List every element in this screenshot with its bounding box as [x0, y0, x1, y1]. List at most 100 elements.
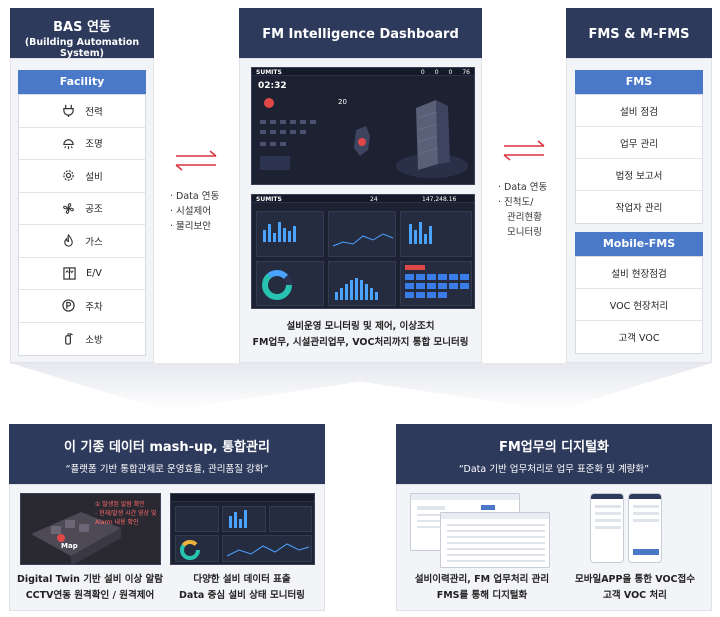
counter-1: 0: [420, 69, 425, 76]
overlay-line2: - 현재/발생 시간 영상 및: [95, 510, 157, 517]
list-item-label: 고객 VOC: [618, 333, 660, 344]
digital-right-caption: 모바일APP을 통한 VOC접수 고객 VOC 처리: [560, 572, 710, 604]
list-item: 소방: [19, 323, 145, 356]
list-item: 설비 점검: [576, 95, 702, 127]
plug-icon: [61, 104, 75, 118]
digital-right-caption-1: 모바일APP을 통한 VOC접수: [574, 574, 696, 585]
list-item: 법정 보고서: [576, 159, 702, 191]
map-widget: [338, 112, 386, 180]
bullet-data-link-right: · Data 연동: [498, 182, 548, 193]
lamp-icon: [61, 136, 75, 150]
list-item: 공조: [19, 193, 145, 225]
widget-bars-1: [256, 211, 324, 257]
widget-bars-2: [400, 211, 472, 257]
list-item: 조명: [19, 128, 145, 160]
digital-right-caption-2: 고객 VOC 처리: [603, 590, 667, 601]
bullet-data-link: · Data 연동: [170, 191, 220, 202]
bullet-management-status: 관리현황: [507, 212, 542, 223]
list-item: 고객 VOC: [576, 321, 702, 353]
digital-left-caption-2: FMS를 통해 디지털화: [436, 590, 528, 601]
mashup-right-caption-2: Data 중심 설비 상태 모니터링: [179, 590, 305, 601]
bullet-progress: · 진척도/: [498, 197, 534, 208]
digital-header: FM업무의 디지털화 “Data 기반 업무처리로 업무 표준화 및 계량화”: [396, 424, 712, 484]
overlay-line3: Alarm 내용 확인: [95, 519, 139, 526]
list-item-label: 설비 점검: [620, 106, 658, 118]
mini-donut: [175, 535, 219, 562]
dashboard-screenshot-bottom: SUMITS 24 147,248.16: [251, 194, 475, 309]
small-readout: 24: [370, 196, 378, 203]
list-item: 주차: [19, 290, 145, 323]
list-item: E/V: [19, 258, 145, 290]
dashboard-caption-line1: 설비운영 모니터링 및 제어, 이상조치: [286, 321, 435, 332]
fms-title: FMS & M-FMS: [588, 27, 690, 42]
dashboard-header: FM Intelligence Dashboard: [239, 8, 482, 58]
left-sync-arrows: [175, 150, 217, 171]
mobile-app-screenshot-1: [590, 493, 624, 563]
funnel-connector: [10, 363, 712, 411]
list-item-label: E/V: [86, 267, 102, 279]
widget-line-1: [328, 211, 396, 257]
overlay-line1: ① 발생된 알람 확인: [95, 501, 145, 508]
mobile-app-screenshot-2: [628, 493, 662, 563]
mini-widget-2: [222, 506, 266, 532]
mashup-right-caption: 다양한 설비 데이터 표출 Data 중심 설비 상태 모니터링: [166, 572, 318, 604]
clock-readout: 02:32: [258, 81, 287, 91]
map-label: Map: [61, 542, 78, 550]
list-item: 전력: [19, 95, 145, 128]
list-item-label: 조명: [85, 139, 103, 151]
dashboard-title: FM Intelligence Dashboard: [262, 27, 459, 42]
fms-web-screenshot-front: [440, 512, 550, 568]
mashup-left-caption-1: Digital Twin 기반 설비 이상 알람: [16, 574, 164, 585]
fms-header: FMS & M-FMS: [566, 8, 712, 58]
list-item: 작업자 관리: [576, 191, 702, 223]
widget-status-grid: [400, 261, 472, 306]
digital-subtitle: “Data 기반 업무처리로 업무 표준화 및 계량화”: [458, 464, 650, 475]
fan-icon: [61, 201, 75, 215]
mashup-header: 이 기종 데이터 mash-up, 통합관리 “플랫폼 기반 통합관제로 운영효…: [9, 424, 325, 484]
equipment-data-screenshot: [170, 493, 315, 565]
right-bullets: · Data 연동 · 진척도/ 관리현황 모니터링: [498, 180, 547, 240]
list-item-label: 법정 보고서: [615, 170, 663, 182]
calendar-grid: [258, 116, 326, 178]
mashup-left-caption: Digital Twin 기반 설비 이상 알람 CCTV연동 원격확인 / 원…: [14, 572, 166, 604]
dashboard-caption-line2: FM업무, 시설관리업무, VOC처리까지 통합 모니터링: [252, 337, 469, 348]
list-item-label: 소방: [85, 334, 103, 346]
mashup-title: 이 기종 데이터 mash-up, 통합관리: [64, 440, 270, 455]
mobile-fms-tab: Mobile-FMS: [575, 232, 703, 256]
counter-4: 76: [462, 69, 470, 76]
mashup-left-caption-2: CCTV연동 원격확인 / 원격제어: [25, 590, 155, 601]
facility-tab: Facility: [18, 70, 146, 94]
list-item-label: 주차: [85, 301, 103, 313]
mini-line: [222, 535, 312, 562]
bullet-physical-security: · 물리보안: [170, 221, 211, 232]
brand-logo: SUMITS: [256, 69, 282, 76]
counter-3: 0: [448, 69, 453, 76]
dashboard-caption: 설비운영 모니터링 및 제어, 이상조치 FM업무, 시설관리업무, VOC처리…: [239, 319, 482, 351]
mashup-subtitle: “플랫폼 기반 통합관제로 운영효율, 관리품질 강화”: [65, 464, 269, 475]
left-bullets: · Data 연동 · 시설제어 · 물리보안: [170, 189, 219, 234]
weather-readout: 20: [338, 98, 347, 106]
list-item: 설비: [19, 160, 145, 193]
bas-header: BAS 연동 (Building Automation System): [10, 8, 154, 59]
widget-donut: [256, 261, 324, 306]
list-item-label: 가스: [85, 236, 103, 248]
digital-title: FM업무의 디지털화: [498, 440, 610, 455]
widget-histogram: [328, 261, 396, 306]
right-sync-arrows: [503, 140, 545, 161]
digital-left-caption-1: 설비이력관리, FM 업무처리 관리: [414, 574, 550, 585]
mini-widget-1: [175, 506, 219, 532]
counter-2: 0: [434, 69, 439, 76]
list-item: 설비 현장점검: [576, 257, 702, 289]
list-item: 가스: [19, 225, 145, 258]
elevator-icon: [62, 266, 76, 280]
list-item-label: 전력: [85, 106, 103, 118]
digital-twin-screenshot: ① 발생된 알람 확인 - 현재/발생 시간 영상 및 Alarm 내용 확인 …: [20, 493, 161, 565]
digital-left-caption: 설비이력관리, FM 업무처리 관리 FMS를 통해 디지털화: [402, 572, 562, 604]
parking-icon: [61, 299, 75, 313]
extinguisher-icon: [61, 332, 75, 346]
building-3d-model: [392, 86, 472, 182]
